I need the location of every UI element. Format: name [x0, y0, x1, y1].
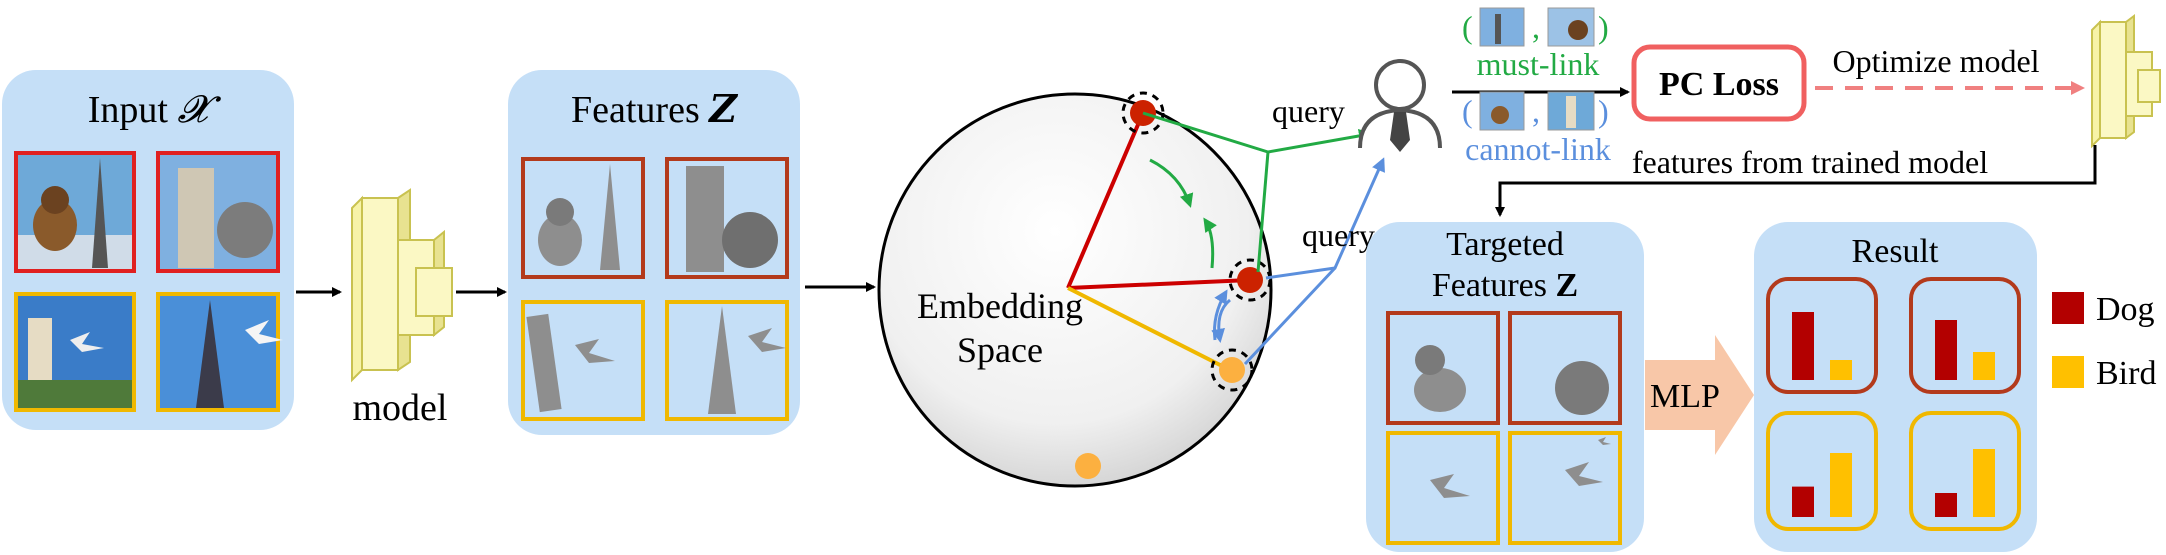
targeted-feature-bird-2 [1508, 431, 1622, 545]
legend: Dog Bird [2052, 291, 2156, 392]
input-image-dog-eiffel [14, 151, 136, 273]
vector-bird [1067, 286, 1231, 372]
must-link-label: must-link [1477, 46, 1600, 82]
result-bar-dog-2 [1935, 320, 1957, 380]
vector-dog-1 [1066, 112, 1145, 289]
feature-bird-eiffel [665, 300, 789, 421]
svg-text:(: ( [1462, 9, 1473, 45]
pair-thumb-dog-eiffel [1479, 7, 1525, 47]
result-box-4 [1909, 411, 2021, 531]
mlp-label: MLP [1650, 378, 1720, 415]
model-label: model [353, 387, 448, 429]
cannot-link-label: cannot-link [1465, 131, 1611, 167]
targeted-feature-dog-1 [1386, 311, 1500, 425]
embedding-sphere: Embedding Space [877, 91, 1273, 488]
query-label-top: query [1272, 93, 1345, 129]
vector-dog-2 [1067, 278, 1251, 290]
input-title: Input 𝓧 [88, 89, 222, 131]
embedding-label-line2: Space [957, 330, 1043, 370]
input-image-dog-pisa [156, 151, 280, 273]
cannot-link-pair: ( , ) [1462, 91, 1609, 131]
pc-loss-box: PC Loss [1631, 44, 1807, 122]
legend-label-bird: Bird [2096, 355, 2156, 392]
svg-text:(: ( [1462, 93, 1473, 129]
query-label-bottom: query [1302, 217, 1375, 253]
legend-swatch-dog [2052, 292, 2084, 324]
point-bird [1219, 357, 1245, 383]
result-box-3 [1766, 411, 1878, 531]
result-bar-bird-4 [1973, 449, 1995, 517]
model-block [351, 188, 453, 383]
targeted-feature-dog-2 [1508, 311, 1622, 425]
targeted-feature-bird-1 [1386, 431, 1500, 545]
feature-dog-eiffel [521, 157, 645, 279]
input-image-bird-pisa [14, 292, 136, 412]
embedding-label-line1: Embedding [917, 286, 1083, 326]
result-bar-dog-3 [1792, 486, 1814, 517]
point-bird-far [1075, 453, 1101, 479]
trained-model-block [2091, 14, 2161, 149]
trained-features-label: features from trained model [1632, 144, 1988, 180]
push-arrow-1 [1211, 298, 1232, 343]
legend-label-dog: Dog [2096, 291, 2155, 328]
input-image-bird-eiffel [156, 292, 283, 412]
result-box-2 [1909, 277, 2021, 394]
optimize-label: Optimize model [1832, 43, 2039, 79]
features-title: Features 𝒁 [571, 89, 738, 131]
legend-swatch-bird [2052, 356, 2084, 388]
mlp-arrow: MLP [1645, 335, 1754, 455]
result-box-1 [1766, 277, 1878, 394]
result-bar-bird-3 [1830, 453, 1852, 517]
point-dog-2 [1237, 267, 1263, 293]
svg-text:,: , [1532, 93, 1540, 129]
pull-arrow-1 [1149, 158, 1194, 208]
targeted-title-line2: Features Z [1432, 267, 1578, 304]
pull-arrow-2 [1203, 217, 1217, 269]
svg-text:): ) [1598, 93, 1609, 129]
result-bar-bird-2 [1973, 352, 1995, 380]
svg-text:,: , [1532, 9, 1540, 45]
targeted-features-panel: Targeted Features Z [1366, 222, 1644, 552]
result-bar-dog-1 [1792, 312, 1814, 380]
feature-dog-pisa [665, 157, 789, 279]
input-panel: Input 𝓧 [2, 70, 294, 430]
push-arrow-2 [1213, 289, 1228, 341]
result-bar-bird-1 [1830, 360, 1852, 380]
svg-text:): ) [1598, 9, 1609, 45]
pc-loss-label: PC Loss [1659, 66, 1779, 103]
feature-bird-pisa [521, 300, 645, 421]
must-link-pair: ( , ) [1462, 7, 1609, 47]
user-icon [1358, 59, 1442, 152]
arrow-trained-to-targeted [1495, 145, 2097, 217]
targeted-title-line1: Targeted [1446, 226, 1564, 263]
result-bar-dog-4 [1935, 493, 1957, 517]
result-panel: Result [1754, 222, 2037, 552]
result-title: Result [1852, 233, 1939, 270]
features-panel: Features 𝒁 [508, 70, 800, 435]
